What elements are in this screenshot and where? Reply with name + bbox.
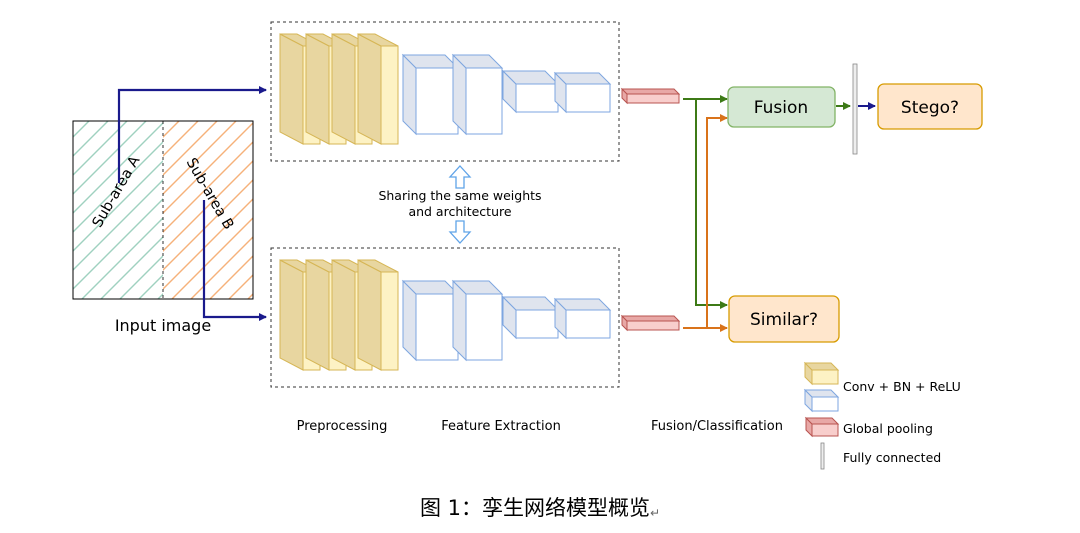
- legend-pool-label: Global pooling: [843, 421, 933, 436]
- top-conv-block-4: [357, 33, 399, 145]
- top-feature-block-4: [553, 71, 612, 114]
- branch-bottom-layers: [279, 259, 681, 371]
- branch-top-layers: [279, 33, 681, 145]
- legend-conv-shape: [803, 361, 840, 386]
- sharing-label-line2: and architecture: [408, 204, 511, 219]
- sharing-label-line1: Sharing the same weights: [378, 188, 541, 203]
- legend: Conv + BN + ReLU Global pooling Fully co…: [803, 361, 961, 470]
- legend-pool-icon: [804, 416, 840, 438]
- stage-feature-extraction: Feature Extraction: [441, 419, 561, 434]
- branch-bottom-box: [270, 247, 620, 388]
- sub-area-b-hatch: [163, 121, 253, 299]
- fusion-box: [727, 86, 836, 128]
- legend-conv-icon: [803, 361, 840, 386]
- legend-feature-shape: [803, 388, 840, 413]
- bottom-feature-block-1: [401, 279, 460, 362]
- top-feature-block-1: [401, 53, 460, 136]
- bottom-feature-block-3: [501, 295, 560, 340]
- legend-fc-label: Fully connected: [843, 450, 941, 465]
- bottom-conv-block-4: [357, 259, 399, 371]
- caption-text: 图 1：孪生网络模型概览: [419, 496, 650, 520]
- sub-area-a-hatch: [73, 121, 163, 299]
- fully-connected-bar: [852, 63, 858, 155]
- bottom-feature-block-4: [553, 297, 612, 340]
- flow-lines: [683, 95, 876, 332]
- similar-box: [728, 295, 840, 343]
- bottom-feature-block-2: [451, 279, 504, 362]
- stego-box: [877, 83, 983, 130]
- fusion-label: Fusion: [754, 98, 808, 118]
- top-feature-block-3: [501, 69, 560, 114]
- top-global-pooling: [620, 87, 681, 105]
- stego-label: Stego?: [901, 98, 959, 118]
- input-image-label: Input image: [115, 316, 211, 335]
- arrow-input-a: [117, 86, 267, 183]
- top-feature-block-2: [451, 53, 504, 136]
- legend-feature-icon: [803, 388, 840, 413]
- legend-conv-label: Conv + BN + ReLU: [843, 379, 961, 394]
- arrow-input-b: [202, 200, 267, 321]
- figure-caption: 图 1：孪生网络模型概览↵: [0, 492, 1080, 522]
- bottom-global-pooling: [620, 314, 681, 332]
- similar-label: Similar?: [750, 310, 818, 330]
- shared-weights-double-arrow: [448, 165, 472, 244]
- legend-pool-shape: [804, 416, 840, 438]
- legend-fc-icon: [820, 442, 825, 470]
- sub-area-a-label: Sub-area A: [90, 153, 144, 230]
- stage-fusion-classification: Fusion/Classification: [651, 419, 783, 434]
- branch-top-box: [270, 21, 620, 162]
- stage-preprocessing: Preprocessing: [297, 419, 388, 434]
- return-mark: ↵: [649, 506, 661, 520]
